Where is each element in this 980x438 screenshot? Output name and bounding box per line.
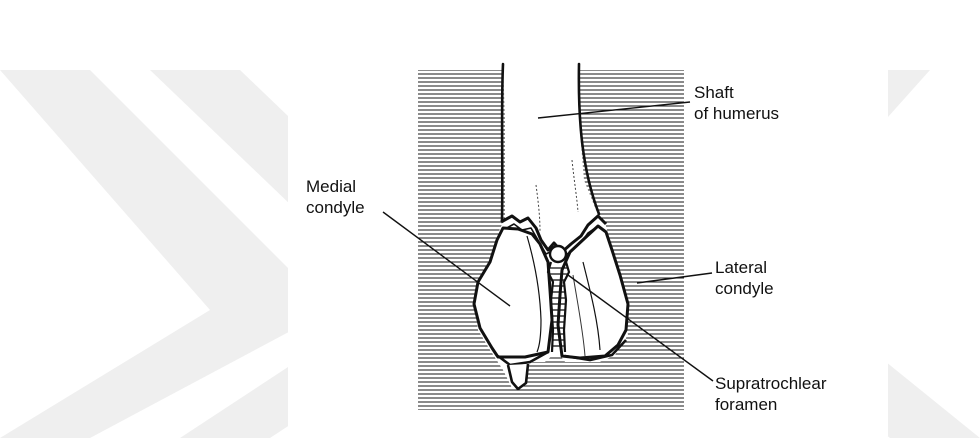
foramen-label-line1: Supratrochlear — [715, 374, 827, 393]
supratrochlear-foramen — [550, 246, 566, 262]
lateral-label-line2: condyle — [715, 279, 774, 298]
foramen-label-line2: foramen — [715, 395, 777, 414]
lateral-label-line1: Lateral — [715, 258, 767, 277]
shaft-label-line1: Shaft — [694, 83, 734, 102]
medial-label-line2: condyle — [306, 198, 365, 217]
medial-label-line1: Medial — [306, 177, 356, 196]
shaft-label-line2: of humerus — [694, 104, 779, 123]
